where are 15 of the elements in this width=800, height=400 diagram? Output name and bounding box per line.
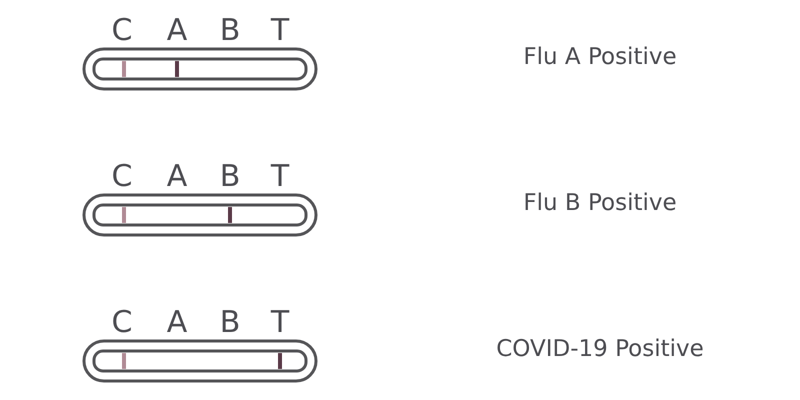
line-letter: B: [220, 16, 240, 46]
result-text: Flu B Positive: [523, 189, 677, 217]
line-letter: T: [270, 16, 290, 46]
line-letter: C: [112, 162, 132, 192]
line-letter: C: [112, 308, 132, 338]
result-text: COVID-19 Positive: [496, 335, 704, 363]
result-text: Flu A Positive: [523, 43, 677, 71]
line-letter: A: [166, 162, 188, 192]
line-letter: T: [270, 308, 290, 338]
line-letter: A: [166, 16, 188, 46]
line-letter: A: [166, 308, 188, 338]
line-letter: T: [270, 162, 290, 192]
line-letter: B: [220, 308, 240, 338]
line-letter: B: [220, 162, 240, 192]
line-letter: C: [112, 16, 132, 46]
